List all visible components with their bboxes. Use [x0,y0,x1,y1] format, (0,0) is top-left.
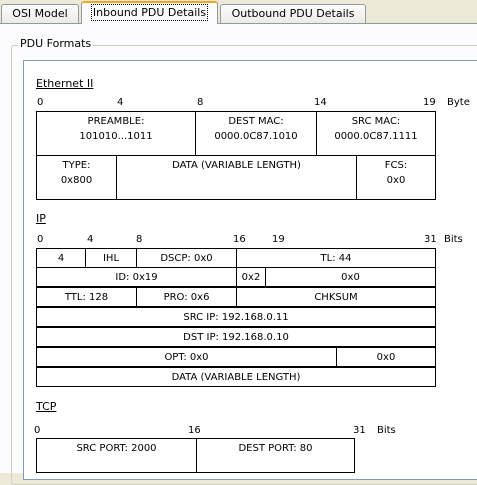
field-value: 0x0 [386,175,406,186]
field-label: SRC MAC: [351,116,401,127]
ruler-unit: Bits [444,234,463,245]
tab-inbound-pdu-details[interactable]: Inbound PDU Details [81,1,218,24]
ip-title: IP [36,212,46,225]
eth-type-field: TYPE: 0x800 [36,155,117,200]
group-title: PDU Formats [18,37,94,50]
tcp-dest-port-field: DEST PORT: 80 [196,438,355,473]
ip-fragment-offset-field: 0x0 [265,267,436,287]
ruler-number: 4 [87,234,94,245]
ip-total-length-field: TL: 44 [236,248,436,268]
field-label: PREAMBLE: [87,116,145,127]
ip-options-field: OPT: 0x0 [36,347,337,367]
ruler-number: 19 [272,234,285,245]
field-value: 101010...1011 [79,131,153,142]
ip-ihl-field: IHL [85,248,137,268]
field-label: TYPE: [62,160,91,171]
tab-osi-model[interactable]: OSI Model [1,4,79,23]
ip-ttl-field: TTL: 128 [36,287,137,307]
field-value: PRO: 0x6 [163,291,210,303]
ip-protocol-field: PRO: 0x6 [136,287,237,307]
ruler-number: 8 [136,234,143,245]
ruler-number: 0 [34,425,41,436]
field-value: ID: 0x19 [115,271,158,283]
eth-dest-mac-field: DEST MAC: 0000.0C87.1010 [195,111,317,156]
tab-label: Inbound PDU Details [90,4,209,21]
ip-dscp-field: DSCP: 0x0 [136,248,237,268]
ruler-number: 14 [314,97,327,108]
ruler-number: 8 [197,97,204,108]
ip-dst-ip-field: DST IP: 192.168.0.10 [36,327,436,347]
tab-label: OSI Model [12,7,68,20]
ruler-number: 31 [424,234,437,245]
field-value: TTL: 128 [64,291,109,303]
field-value: 0x0 [341,271,360,283]
field-value: DSCP: 0x0 [160,252,213,264]
ip-id-field: ID: 0x19 [36,267,237,287]
field-value: 0000.0C87.1111 [334,131,418,142]
eth-preamble-field: PREAMBLE: 101010...1011 [36,111,196,156]
ruler-number: 31 [353,425,366,436]
ruler-number: 0 [37,234,44,245]
tcp-src-port-field: SRC PORT: 2000 [36,438,197,473]
ruler-number: 16 [188,425,201,436]
field-value: SRC IP: 192.168.0.11 [183,311,289,323]
field-value: DST IP: 192.168.0.10 [183,331,289,343]
field-value: DATA (VARIABLE LENGTH) [171,371,301,383]
tcp-title: TCP [36,400,57,413]
field-value: DEST PORT: 80 [238,443,313,454]
field-value: 0x0 [376,351,396,363]
ip-version-field: 4 [36,248,86,268]
ip-flags-field: 0x2 [236,267,266,287]
field-value: 0x800 [60,175,93,186]
field-value: 4 [57,252,65,264]
eth-fcs-field: FCS: 0x0 [356,155,436,200]
field-value: 0000.0C87.1010 [214,131,298,142]
eth-data-field: DATA (VARIABLE LENGTH) [116,155,357,200]
ruler-number: 0 [37,97,44,108]
ip-data-field: DATA (VARIABLE LENGTH) [36,367,436,387]
ip-padding-field: 0x0 [336,347,436,367]
field-label: DEST MAC: [228,116,284,127]
ruler-number: 16 [233,234,246,245]
ip-src-ip-field: SRC IP: 192.168.0.11 [36,307,436,327]
ruler-unit: Byte [447,97,470,108]
ip-checksum-field: CHKSUM [236,287,436,307]
field-label: FCS: [384,160,408,171]
field-value: 0x2 [241,271,261,283]
field-value: OPT: 0x0 [164,351,209,363]
field-value: IHL [102,252,120,264]
ethernet-title: Ethernet II [36,77,94,90]
ruler-number: 19 [423,97,436,108]
field-value: TL: 44 [320,252,352,264]
ruler-unit: Bits [377,425,396,436]
eth-src-mac-field: SRC MAC: 0000.0C87.1111 [316,111,436,156]
field-value: CHKSUM [314,291,358,303]
field-value: SRC PORT: 2000 [76,443,157,454]
ruler-number: 4 [117,97,124,108]
field-label: DATA (VARIABLE LENGTH) [172,160,301,171]
tab-outbound-pdu-details[interactable]: Outbound PDU Details [220,4,366,23]
tab-label: Outbound PDU Details [231,7,355,20]
